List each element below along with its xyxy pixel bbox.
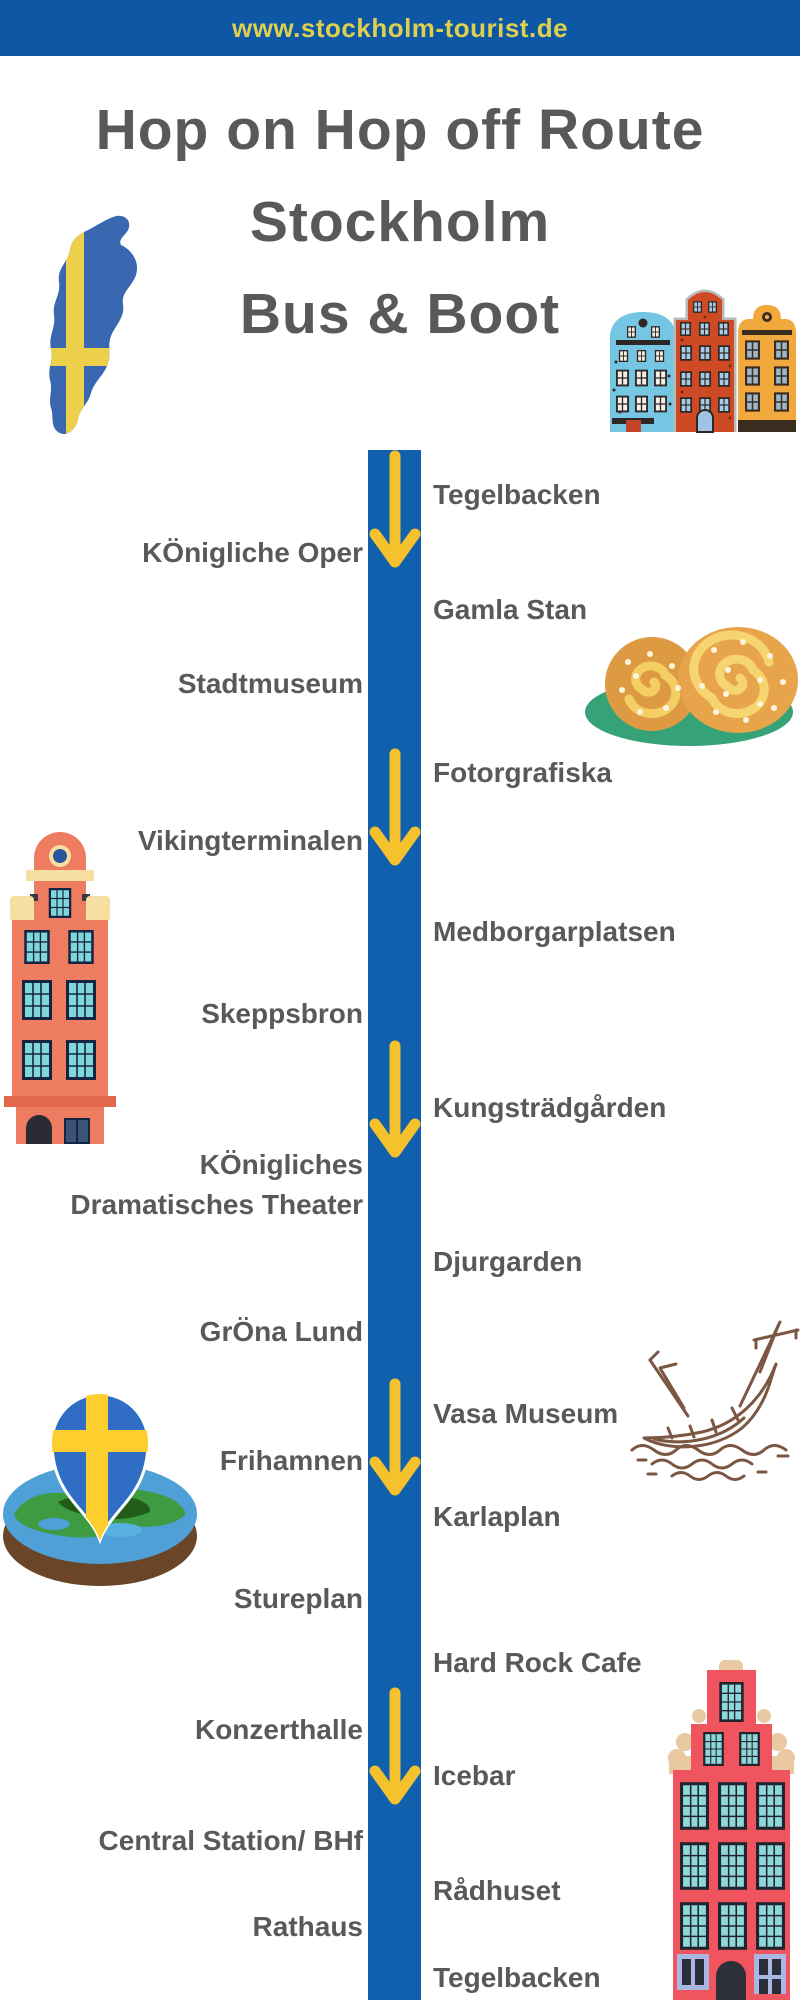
title-line-2: Stockholm (249, 190, 551, 254)
stop-label: Icebar (433, 1760, 516, 1791)
stop-label: Stureplan (233, 1583, 363, 1614)
sweden-pin-globe-icon (3, 1392, 197, 1586)
down-arrow-icon (363, 748, 427, 873)
red-gabled-house-icon (668, 1660, 795, 2000)
stop-label: Frihamnen (219, 1445, 363, 1476)
cinnamon-buns-icon (585, 627, 798, 746)
down-arrow-icon (363, 1687, 427, 1812)
stop-label: KÖnigliches Dramatisches Theater (70, 1149, 363, 1220)
stop-label: Medborgarplatsen (433, 916, 676, 947)
down-arrow-icon (363, 450, 427, 575)
vasa-ship-icon (630, 1320, 800, 1481)
stop-label: Konzerthalle (194, 1714, 363, 1745)
stop-label: Skeppsbron (201, 998, 363, 1029)
stop-label: Hard Rock Cafe (433, 1647, 642, 1678)
stop-label: Tegelbacken (433, 1962, 601, 1993)
down-arrow-icon (363, 1378, 427, 1503)
stop-label: Stadtmuseum (177, 668, 363, 699)
stop-label: Central Station/ BHf (98, 1825, 363, 1856)
stop-label: Vikingterminalen (137, 825, 363, 856)
title-line-1: Hop on Hop off Route (95, 98, 705, 162)
page-title: Hop on Hop off Route Stockholm Bus & Boo… (0, 84, 800, 360)
stop-label: Karlaplan (433, 1501, 561, 1532)
website-url: www.stockholm-tourist.de (231, 12, 569, 43)
stockholm-houses-icon (610, 289, 796, 433)
stop-label: Tegelbacken (433, 479, 601, 510)
stop-label: Gamla Stan (433, 594, 588, 625)
stop-label: Rådhuset (433, 1875, 561, 1906)
coral-tower-building-icon (4, 832, 116, 1144)
sweden-map-flag-icon (49, 215, 138, 435)
stop-label: Fotorgrafiska (433, 757, 612, 788)
stop-label: Kungsträdgården (433, 1092, 667, 1123)
stop-label: Rathaus (252, 1911, 363, 1942)
stop-label: Djurgarden (433, 1246, 583, 1277)
title-line-3: Bus & Boot (239, 282, 561, 346)
stop-label: GrÖna Lund (199, 1316, 363, 1347)
stop-label: KÖnigliche Oper (142, 537, 363, 568)
down-arrow-icon (363, 1040, 427, 1165)
stop-label: Vasa Museum (433, 1398, 619, 1429)
top-banner: www.stockholm-tourist.de (0, 0, 800, 56)
